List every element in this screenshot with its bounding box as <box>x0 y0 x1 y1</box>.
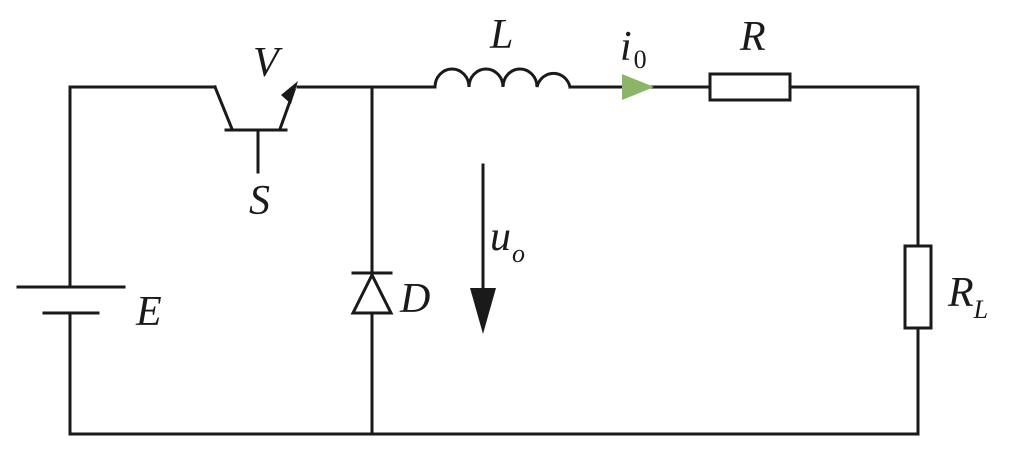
resistor-icon <box>708 72 792 102</box>
gate-label: S <box>249 178 270 224</box>
switch-label: V <box>253 40 283 86</box>
wire-top-right-b <box>788 85 920 248</box>
wire-left-lower <box>68 311 920 436</box>
transistor-icon <box>213 81 298 174</box>
emitter-arrow-icon <box>281 81 298 104</box>
load-resistor-label: RL <box>947 270 988 324</box>
inductor-label: L <box>489 12 513 58</box>
inductor-icon <box>433 67 572 89</box>
wire-left-upper <box>68 85 217 289</box>
current-arrow-icon <box>622 74 654 100</box>
battery-icon <box>16 285 126 315</box>
diode-icon <box>350 271 394 315</box>
resistor-label: R <box>739 14 766 60</box>
voltage-label: uo <box>490 214 525 268</box>
current-label: i0 <box>620 24 647 74</box>
wires <box>68 85 920 436</box>
source-label: E <box>135 289 162 335</box>
voltage-arrow-icon <box>470 163 496 334</box>
load-resistor-icon <box>903 244 933 330</box>
diode-label: D <box>399 276 430 322</box>
